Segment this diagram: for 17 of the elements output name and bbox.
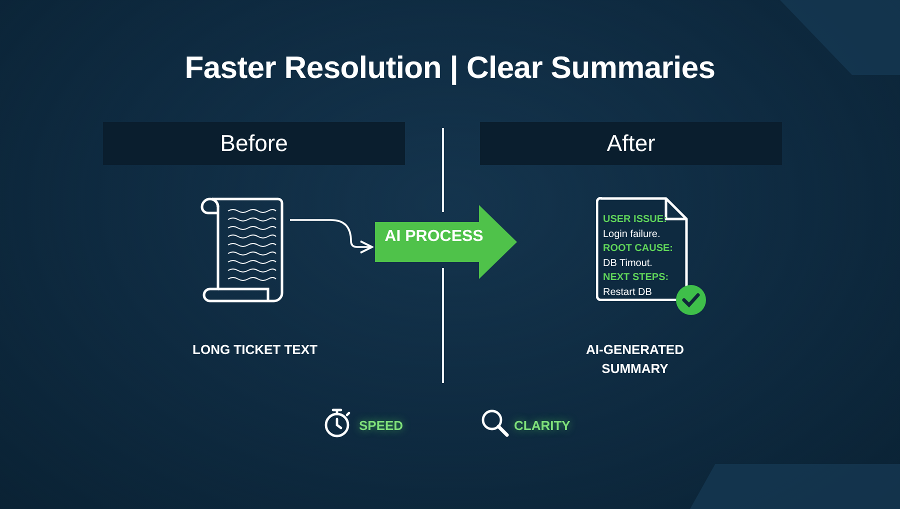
header-band [103,122,405,165]
section-text: Login failure. [603,228,662,242]
section-heading: USER ISSUE: [603,213,668,227]
process-arrow: AI PROCESS [375,205,517,279]
curved-arrow [290,219,373,254]
section-text: DB Timout. [603,256,654,270]
header-band [480,122,782,165]
title: Faster Resolution | Clear Summaries [184,50,716,86]
header-text: After [606,130,656,157]
node-label: AI-GENERATED SUMMARY [585,341,685,378]
section-heading: ROOT CAUSE: [603,242,673,256]
feature-label: CLARITY [514,418,570,433]
node-label: LONG TICKET TEXT [192,341,318,359]
feature-label: SPEED [359,418,404,433]
section-text: Restart DB [603,286,653,300]
section-heading: NEXT STEPS: [603,271,670,285]
header-text: Before [220,130,288,157]
